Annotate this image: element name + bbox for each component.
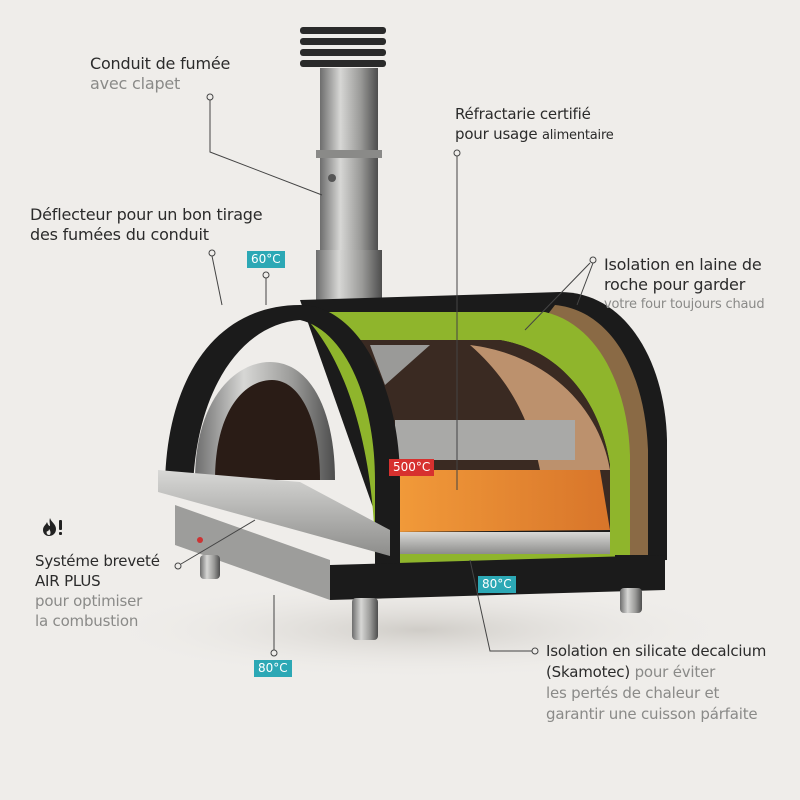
leg xyxy=(200,555,220,579)
label-rockwool-line2: roche pour garder xyxy=(604,275,746,294)
airplus-drawer xyxy=(175,505,330,600)
label-refractory-title: Réfractarie certifié xyxy=(455,105,591,123)
callout-lines xyxy=(174,93,597,657)
label-rockwool-sub: votre four toujours chaud xyxy=(604,297,765,312)
label-rockwool-line1: Isolation en laine de xyxy=(604,255,762,274)
front-arch xyxy=(165,305,400,590)
deflector xyxy=(370,345,430,385)
label-flue: Conduit de fumée avec clapet xyxy=(90,54,230,94)
label-deflector-line1: Déflecteur pour un bon tirage xyxy=(30,205,263,224)
label-airplus-sub2: la combustion xyxy=(35,612,139,630)
label-deflector-line2: des fumées du conduit xyxy=(30,225,209,244)
temperature-badge-base: 80°C xyxy=(478,576,516,593)
label-silicate-line2a: (Skamotec) xyxy=(546,663,630,681)
label-silicate: Isolation en silicate decalcium (Skamote… xyxy=(546,641,766,725)
label-deflector: Déflecteur pour un bon tirage des fumées… xyxy=(30,205,263,245)
temperature-badge-bottom-left: 80°C xyxy=(254,660,292,677)
label-refractory: Réfractarie certifié pour usage alimenta… xyxy=(455,104,614,146)
chimney xyxy=(300,27,386,310)
temperature-badge-top: 60°C xyxy=(247,251,285,268)
front-shelf xyxy=(158,470,390,556)
floor-shadow xyxy=(100,580,740,680)
label-airplus-sub1: pour optimiser xyxy=(35,592,143,610)
label-silicate-line1: Isolation en silicate decalcium xyxy=(546,642,767,660)
flame-icon xyxy=(43,518,62,536)
label-silicate-line2b: pour éviter xyxy=(630,663,716,681)
refractory-floor xyxy=(392,470,610,532)
label-refractory-sub-b: alimentaire xyxy=(541,128,614,143)
label-silicate-line3: les pertés de chaleur et xyxy=(546,684,720,702)
label-silicate-line4: garantir une cuisson párfaite xyxy=(546,705,758,723)
base-plate xyxy=(392,532,610,554)
label-flue-title: Conduit de fumée xyxy=(90,54,231,73)
label-airplus-line1: Systéme breveté xyxy=(35,552,160,570)
temperature-badge-interior: 500°C xyxy=(389,459,435,476)
label-airplus-line2: AIR PLUS xyxy=(35,572,101,590)
back-steel xyxy=(395,420,575,460)
label-airplus: Systéme breveté AIR PLUS pour optimiser … xyxy=(35,551,160,631)
label-refractory-sub-a: pour usage xyxy=(455,125,542,143)
label-flue-sub: avec clapet xyxy=(90,74,181,93)
label-rockwool: Isolation en laine de roche pour garder … xyxy=(604,255,765,315)
rockwool-layer xyxy=(545,305,648,555)
leg xyxy=(352,598,378,640)
leg xyxy=(620,588,642,613)
